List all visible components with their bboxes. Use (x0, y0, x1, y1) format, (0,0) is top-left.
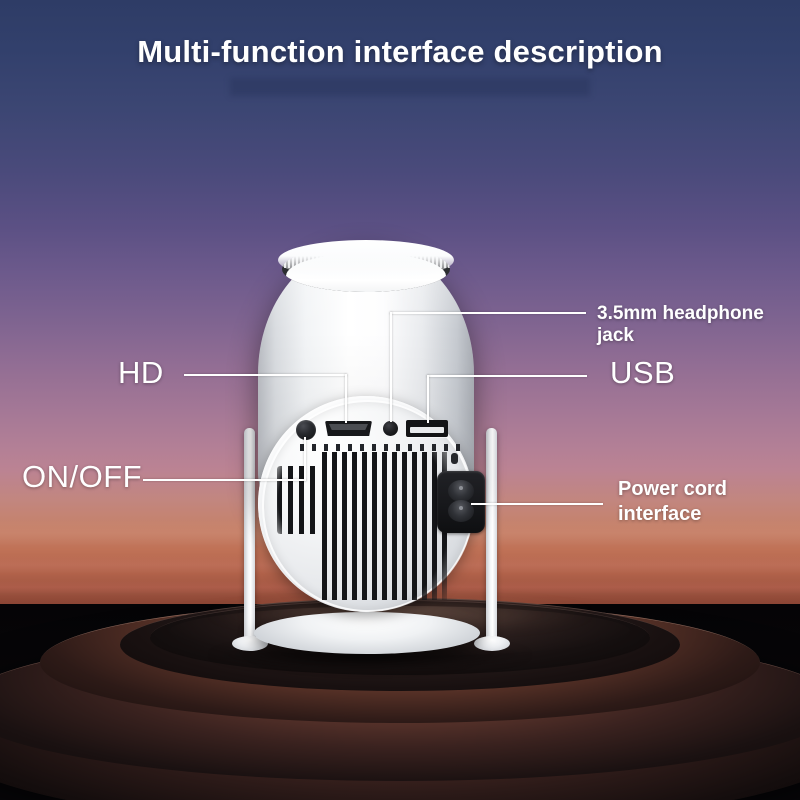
leader-line-hd-drop (345, 374, 347, 423)
leader-line-hd (184, 374, 347, 376)
page-title: Multi-function interface description (137, 34, 663, 69)
top-cap-highlight (278, 240, 454, 280)
leader-line-usb-drop (427, 375, 429, 423)
panel-screw (451, 453, 458, 464)
leader-line-usb (427, 375, 587, 377)
power-button[interactable] (296, 420, 316, 440)
leader-line-on-off-rise (304, 437, 306, 481)
stand-foot-right (474, 636, 510, 651)
usb-port-inner (410, 427, 444, 433)
power-socket-hole-top (448, 480, 474, 502)
device-base-plate (254, 612, 480, 654)
leader-line-headphone-jack (390, 312, 586, 314)
vent-dot-row (300, 444, 460, 451)
vent-slots-small (277, 466, 319, 534)
callout-label-headphone-jack: 3.5mm headphone jack (597, 303, 764, 346)
leader-line-power-cord (471, 503, 603, 505)
stand-arm-right (486, 428, 497, 646)
callout-label-usb: USB (610, 355, 676, 390)
leader-line-headphone-jack-drop (390, 312, 392, 422)
callout-label-power-cord: Power cord interface (618, 478, 727, 525)
headphone-jack-port[interactable] (383, 421, 398, 436)
leader-line-on-off (143, 479, 306, 481)
vent-slots-main (322, 452, 447, 600)
title-haze-artifact (230, 78, 590, 96)
callout-label-on-off: ON/OFF (22, 459, 143, 494)
hdmi-port-inner (329, 424, 368, 430)
stand-arm-left (244, 428, 255, 646)
callout-label-hd: HD (118, 355, 164, 390)
power-socket-pin-top (459, 486, 463, 490)
power-socket-pin-bottom (459, 506, 463, 510)
power-socket-hole-bottom (448, 500, 474, 522)
